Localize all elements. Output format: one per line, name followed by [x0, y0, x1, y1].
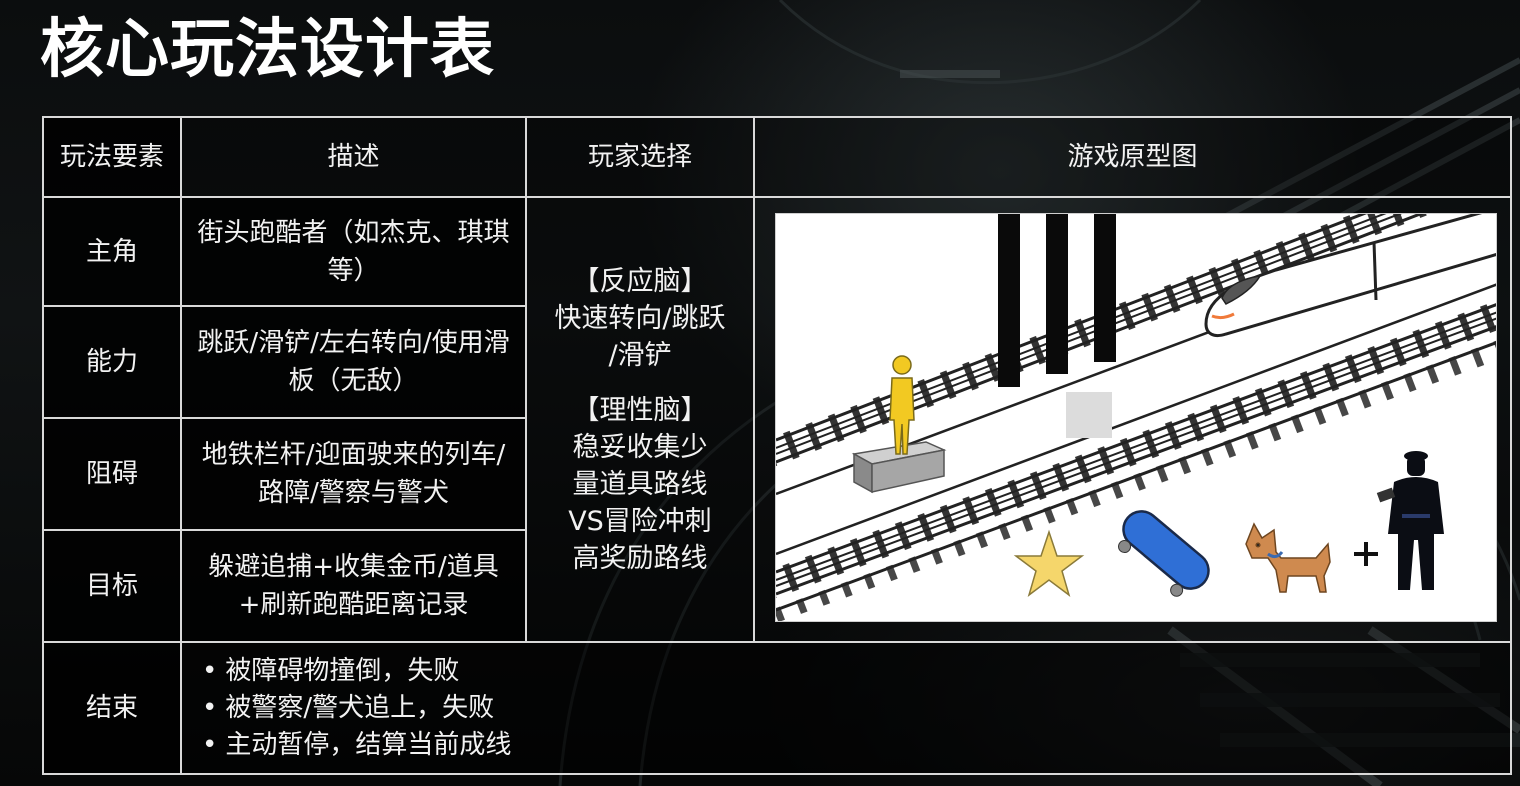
end-condition-list: 被障碍物撞倒，失败 被警察/警犬追上，失败 主动暂停，结算当前成线	[202, 653, 511, 764]
header-prototype: 游戏原型图	[753, 116, 1512, 198]
rational-brain-line: VS冒险冲刺	[568, 505, 712, 537]
game-prototype-image	[775, 213, 1497, 622]
police-dog-icon	[1245, 522, 1331, 593]
black-barrier-poles	[998, 214, 1116, 438]
police-officer-silhouette-icon	[1376, 451, 1444, 590]
row-element-end: 结束	[42, 641, 182, 775]
rational-brain-line: 量道具路线	[572, 468, 708, 500]
rational-brain-line: 高奖励路线	[572, 542, 708, 574]
row-end-conditions: 被障碍物撞倒，失败 被警察/警犬追上，失败 主动暂停，结算当前成线	[180, 641, 1512, 775]
reaction-brain-title: 【反应脑】	[572, 265, 708, 297]
row-element-goal: 目标	[42, 529, 182, 643]
reaction-brain-line: /滑铲	[608, 339, 672, 371]
rail-tracks-lower	[776, 300, 1496, 621]
row-description-goal: 躲避追捕+收集金币/道具+刷新跑酷距离记录	[180, 529, 527, 643]
blue-skateboard-icon	[1118, 510, 1210, 597]
header-gameplay-element: 玩法要素	[42, 116, 182, 198]
gold-star-icon	[1013, 529, 1085, 597]
header-description: 描述	[180, 116, 527, 198]
row-element-protagonist: 主角	[42, 196, 182, 307]
end-condition-item: 主动暂停，结算当前成线	[202, 727, 511, 764]
header-player-choice: 玩家选择	[525, 116, 755, 198]
rational-brain-line: 稳妥收集少	[572, 431, 708, 463]
yellow-runner-figure	[889, 355, 915, 455]
row-description-obstacles: 地铁栏杆/迎面驶来的列车/路障/警察与警犬	[180, 417, 527, 531]
reaction-brain-line: 快速转向/跳跃	[554, 302, 726, 334]
row-element-obstacles: 阻碍	[42, 417, 182, 531]
rational-brain-title: 【理性脑】	[572, 394, 708, 426]
row-description-abilities: 跳跃/滑铲/左右转向/使用滑板（无敌）	[180, 305, 527, 419]
high-speed-train	[1204, 214, 1496, 338]
player-choice-cell: 【反应脑】 快速转向/跳跃 /滑铲 【理性脑】 稳妥收集少 量道具路线 VS冒险…	[525, 196, 755, 643]
end-condition-item: 被警察/警犬追上，失败	[202, 690, 511, 727]
page-title: 核心玩法设计表	[40, 13, 495, 87]
row-element-abilities: 能力	[42, 305, 182, 419]
end-condition-item: 被障碍物撞倒，失败	[202, 653, 511, 690]
row-description-protagonist: 街头跑酷者（如杰克、琪琪等）	[180, 196, 527, 307]
plus-sign	[1354, 542, 1378, 566]
